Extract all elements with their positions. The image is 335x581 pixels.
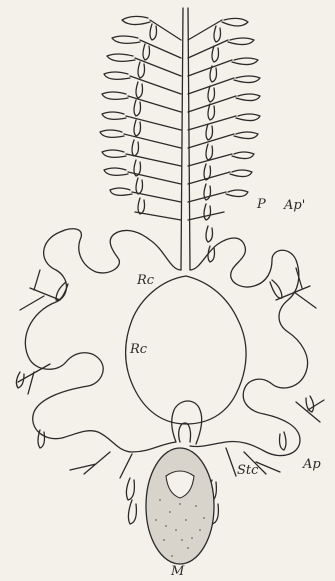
polyps-right <box>204 26 221 262</box>
mass-m <box>146 448 214 564</box>
central-stem-left <box>181 8 183 270</box>
branch-left <box>124 20 181 220</box>
label-ap: Ap <box>303 458 321 471</box>
label-m: M <box>171 565 184 578</box>
label-ap-prime: Ap' <box>284 199 305 212</box>
stalk-inner <box>179 423 191 442</box>
central-stem-right <box>188 8 190 270</box>
branch-right <box>188 20 236 220</box>
side-branch-bottom-left <box>70 452 132 478</box>
ring-canal-outer <box>25 229 181 452</box>
side-branch-left-upper <box>20 270 60 310</box>
ring-canal-outer-right <box>190 238 308 456</box>
label-p: P <box>257 198 266 211</box>
zooids-right <box>222 18 260 196</box>
zooids-left <box>100 16 150 195</box>
label-stc: Stc <box>237 464 258 477</box>
label-rc-upper: Rc <box>137 274 154 287</box>
label-rc-left: Rc <box>130 343 147 356</box>
